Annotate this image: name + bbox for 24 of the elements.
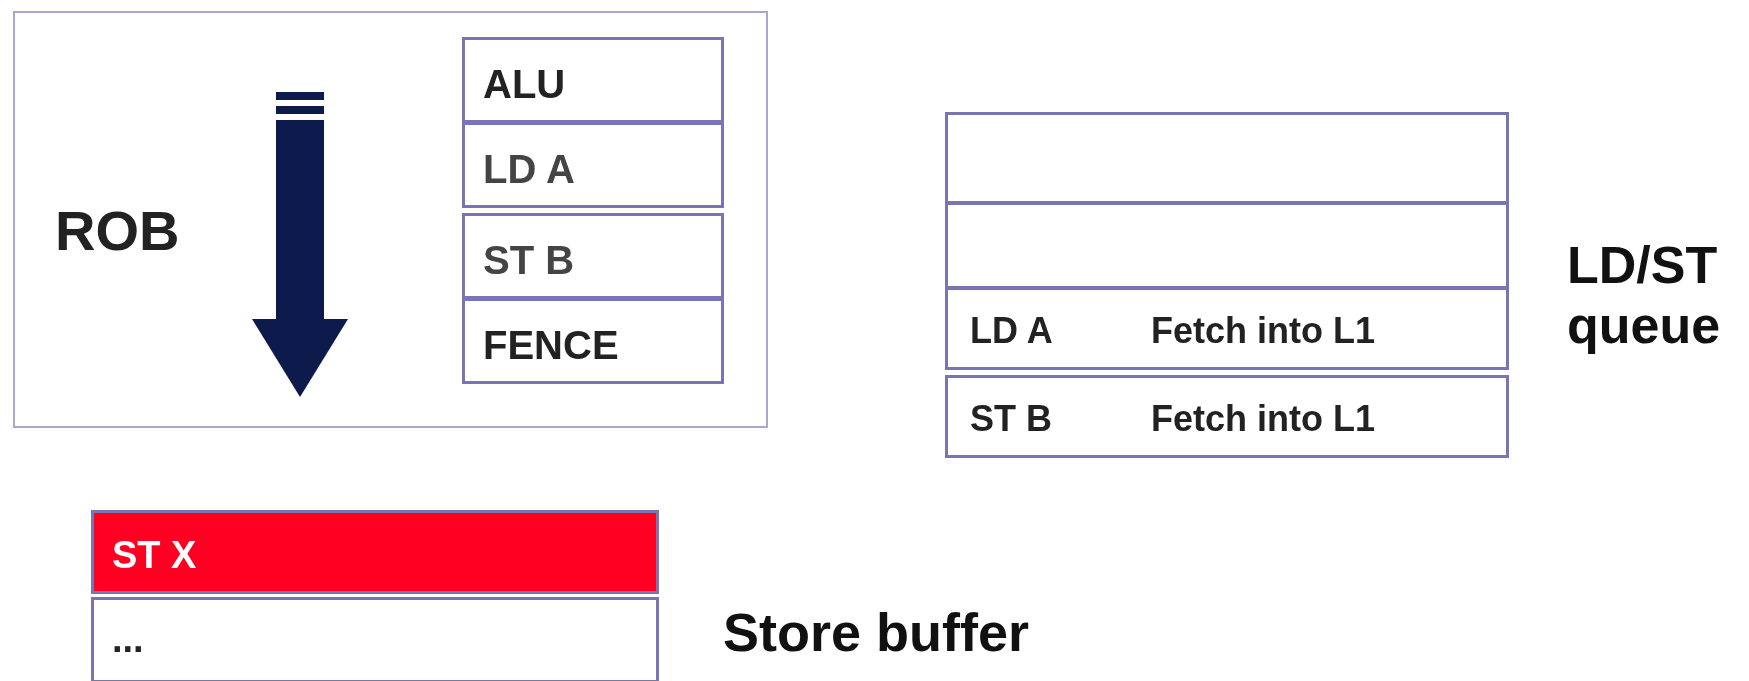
entry-label: Fetch into L1 [1151,401,1375,437]
entry-row [462,37,724,123]
entry-label: ST X [112,536,197,574]
entry-row [462,213,724,299]
entry-row [91,510,659,594]
panel-title: ROB [55,203,180,259]
rob-panel [13,11,768,428]
group-label: LD/ST queue [1567,236,1722,356]
entry-label: Fetch into L1 [1151,313,1375,349]
entry-label: LD A [483,149,575,189]
entry-row [945,375,1509,458]
entry-label: FENCE [483,325,619,365]
entry-label: ... [112,620,144,658]
entry-label: ST B [483,240,575,280]
entry-row [462,298,724,384]
empty-slot [945,112,1509,204]
entry-label: LD A [970,313,1053,349]
entry-row [945,287,1509,370]
entry-row [462,122,724,208]
group-label: Store buffer [723,601,1031,664]
entry-row [91,597,659,681]
entry-label: ST B [970,401,1052,437]
entry-label: ALU [483,64,566,104]
empty-slot [945,202,1509,289]
